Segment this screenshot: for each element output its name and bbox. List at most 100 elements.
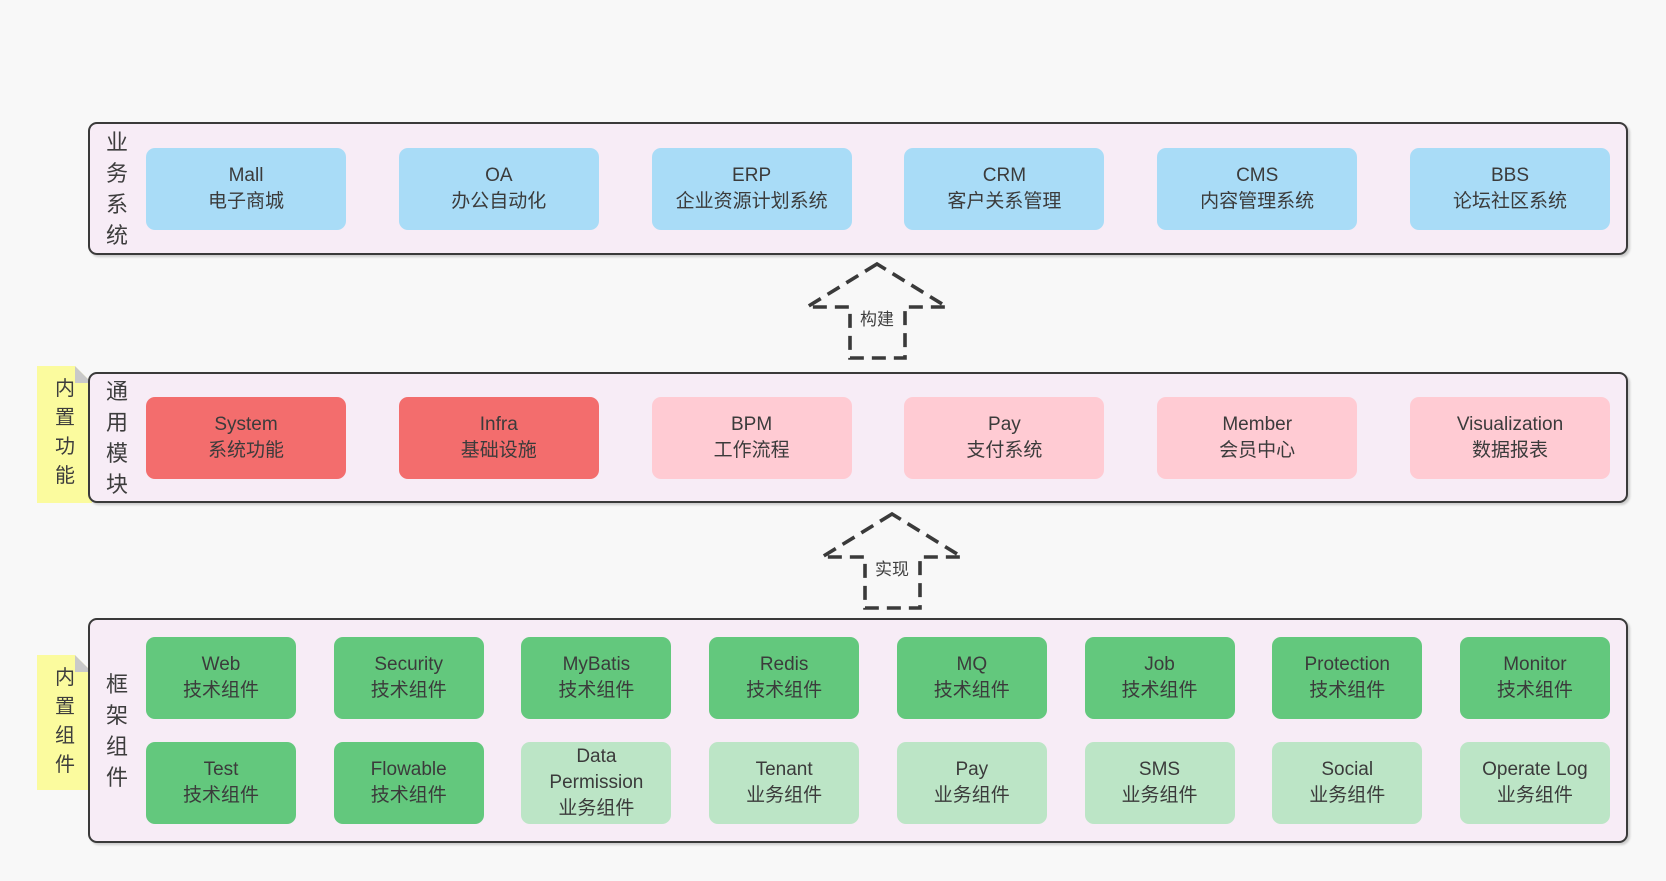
box-title: Redis <box>759 654 809 675</box>
box-title: SMS <box>1138 759 1181 780</box>
arrow-label-implement: 实现 <box>871 554 913 581</box>
box-title: CRM <box>982 164 1027 186</box>
up-arrow-dashed-icon <box>817 511 967 610</box>
box-operate-log: Operate Log 业务组件 <box>1459 742 1610 824</box>
box-title: Member <box>1222 413 1293 435</box>
panel-framework-components: 框架组件 Web 技术组件 Security 技术组件 MyBatis 技术组件 <box>88 618 1628 843</box>
box-subtitle: 技术组件 <box>1121 680 1198 701</box>
implement-arrow-icon: 实现 <box>817 510 967 612</box>
box-redis: Redis 技术组件 <box>709 637 860 719</box>
box-member: Member 会员中心 <box>1157 396 1358 479</box>
box-title: System <box>214 413 278 435</box>
build-arrow-icon: 构建 <box>802 260 952 362</box>
framework-box-row-1: Web 技术组件 Security 技术组件 MyBatis 技术组件 Redi… <box>146 637 1610 719</box>
box-title: MyBatis <box>562 654 631 675</box>
box-subtitle: 系统功能 <box>207 439 284 461</box>
module-boxes: System 系统功能 Infra 基础设施 BPM 工作流程 Pay 支付系统… <box>146 396 1626 479</box>
box-cms: CMS 内容管理系统 <box>1157 147 1358 230</box>
note-built-in-features: 内置功能 <box>37 366 92 503</box>
box-subtitle: 技术组件 <box>933 680 1010 701</box>
box-title: Job <box>1144 654 1175 675</box>
box-subtitle: 办公自动化 <box>451 190 547 212</box>
box-subtitle: 客户关系管理 <box>947 190 1062 212</box>
framework-box-rows: Web 技术组件 Security 技术组件 MyBatis 技术组件 Redi… <box>146 637 1610 824</box>
panel-business-systems: 业务系统 Mall 电子商城 OA 办公自动化 ERP 企业资源计划系统 CRM… <box>88 122 1628 255</box>
box-title: MQ <box>956 654 988 675</box>
box-title: Visualization <box>1456 413 1564 435</box>
box-social: Social 业务组件 <box>1272 742 1423 824</box>
box-title: Tenant <box>755 759 813 780</box>
box-title: OA <box>485 164 513 186</box>
box-oa: OA 办公自动化 <box>398 147 599 230</box>
box-web: Web 技术组件 <box>146 637 296 719</box>
panel-label-business: 业务系统 <box>105 129 128 248</box>
box-subtitle: 基础设施 <box>460 439 537 461</box>
box-subtitle: 业务组件 <box>933 785 1010 806</box>
box-title: Test <box>203 759 239 780</box>
box-protection: Protection 技术组件 <box>1272 637 1423 719</box>
box-subtitle: 业务组件 <box>1309 785 1386 806</box>
module-box-row: System 系统功能 Infra 基础设施 BPM 工作流程 Pay 支付系统… <box>146 396 1610 479</box>
box-title: Infra <box>479 413 518 435</box>
box-subtitle: 业务组件 <box>1496 785 1573 806</box>
box-subtitle: 技术组件 <box>1496 680 1573 701</box>
box-title: Mall <box>228 164 264 186</box>
box-title: CMS <box>1236 164 1279 186</box>
box-subtitle: 内容管理系统 <box>1200 190 1315 212</box>
box-title: Flowable <box>370 759 447 780</box>
box-title: Security <box>374 654 444 675</box>
box-mybatis: MyBatis 技术组件 <box>521 637 672 719</box>
box-mall: Mall 电子商城 <box>146 147 346 230</box>
box-subtitle: 技术组件 <box>1309 680 1386 701</box>
box-job: Job 技术组件 <box>1084 637 1235 719</box>
box-title: Web <box>201 654 241 675</box>
box-security: Security 技术组件 <box>333 637 484 719</box>
box-subtitle: 技术组件 <box>746 680 823 701</box>
box-bbs: BBS 论坛社区系统 <box>1409 147 1610 230</box>
box-bpm: BPM 工作流程 <box>651 396 852 479</box>
panel-label-framework: 框架组件 <box>105 671 128 790</box>
box-subtitle: 业务组件 <box>558 798 635 819</box>
up-arrow-dashed-icon <box>802 261 952 360</box>
box-data-permission: Data Permission 业务组件 <box>521 742 672 824</box>
box-subtitle: 技术组件 <box>558 680 635 701</box>
box-subtitle: 业务组件 <box>1121 785 1198 806</box>
box-tenant: Tenant 业务组件 <box>709 742 860 824</box>
box-subtitle: 企业资源计划系统 <box>675 190 828 212</box>
note-text: 内置功能 <box>55 378 75 487</box>
box-mq: MQ 技术组件 <box>896 637 1047 719</box>
framework-box-row-2: Test 技术组件 Flowable 技术组件 Data Permission … <box>146 742 1610 824</box>
box-title: ERP <box>732 164 772 186</box>
box-subtitle: 技术组件 <box>182 680 259 701</box>
box-monitor: Monitor 技术组件 <box>1459 637 1610 719</box>
box-crm: CRM 客户关系管理 <box>904 147 1105 230</box>
box-title: Protection <box>1304 654 1390 675</box>
box-system: System 系统功能 <box>146 396 346 479</box>
box-title: Pay <box>988 413 1021 435</box>
box-subtitle: 电子商城 <box>207 190 284 212</box>
box-subtitle: 业务组件 <box>746 785 823 806</box>
box-pay-component: Pay 业务组件 <box>896 742 1047 824</box>
box-pay-system: Pay 支付系统 <box>904 396 1105 479</box>
framework-boxes: Web 技术组件 Security 技术组件 MyBatis 技术组件 Redi… <box>146 637 1626 824</box>
panel-label-modules: 通用模块 <box>105 378 128 497</box>
box-subtitle: 论坛社区系统 <box>1452 190 1567 212</box>
box-subtitle: 支付系统 <box>966 439 1043 461</box>
box-subtitle: 工作流程 <box>713 439 790 461</box>
box-title: Data Permission <box>549 746 644 793</box>
business-box-row: Mall 电子商城 OA 办公自动化 ERP 企业资源计划系统 CRM 客户关系… <box>146 147 1610 230</box>
box-subtitle: 技术组件 <box>370 680 447 701</box>
box-subtitle: 数据报表 <box>1471 439 1548 461</box>
box-test: Test 技术组件 <box>146 742 296 824</box>
panel-common-modules: 通用模块 System 系统功能 Infra 基础设施 BPM 工作流程 Pay… <box>88 372 1628 503</box>
box-title: BBS <box>1490 164 1529 186</box>
box-title: Pay <box>955 759 989 780</box>
box-title: Operate Log <box>1482 759 1588 780</box>
box-subtitle: 技术组件 <box>182 785 259 806</box>
business-boxes: Mall 电子商城 OA 办公自动化 ERP 企业资源计划系统 CRM 客户关系… <box>146 147 1626 230</box>
box-flowable: Flowable 技术组件 <box>333 742 484 824</box>
box-title: Monitor <box>1503 654 1567 675</box>
note-text: 内置组件 <box>55 667 75 776</box>
box-subtitle: 会员中心 <box>1219 439 1296 461</box>
